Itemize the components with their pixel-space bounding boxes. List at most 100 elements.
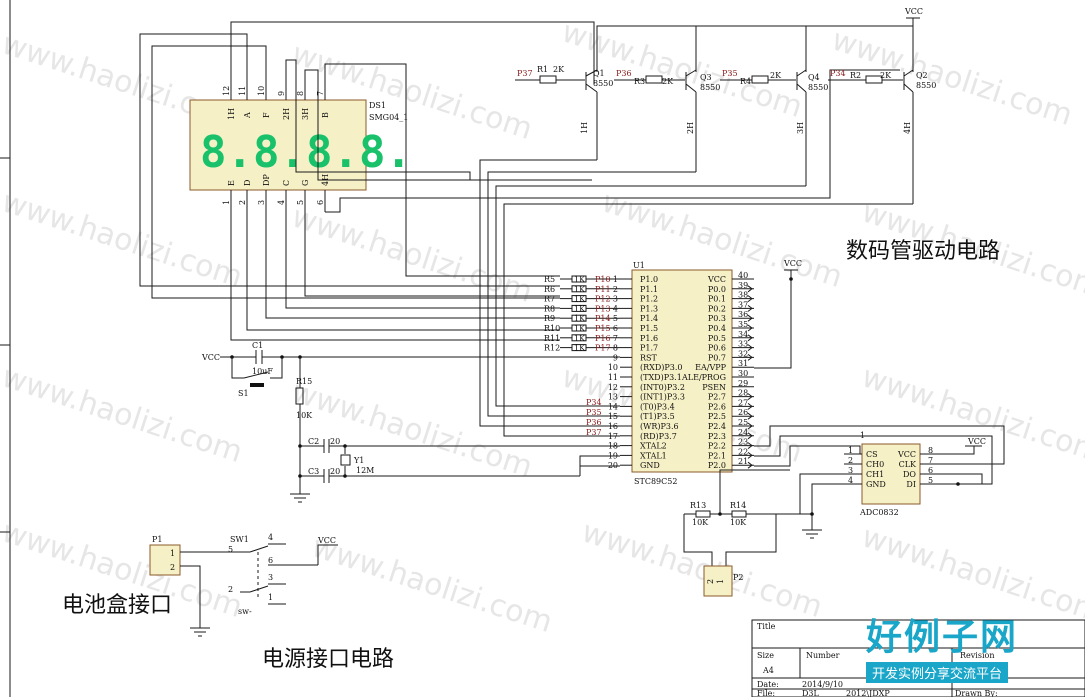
mcu-pin-label: P0.6	[708, 344, 726, 353]
mcu-pin-num: 24	[738, 428, 748, 437]
resistor-value: 1K	[574, 295, 586, 304]
res-value: 10K	[296, 411, 313, 420]
switch-part: sw-	[238, 607, 252, 616]
mcu-pin-label: P2.6	[708, 402, 726, 411]
adc-pin-num: 3	[848, 466, 853, 475]
conn-pin: 1	[716, 579, 725, 584]
watermark: www.haolizi.com	[0, 359, 247, 470]
net-label: P11	[595, 285, 611, 294]
display-pin-label: F	[262, 112, 271, 118]
display-pin-num: 11	[238, 86, 247, 96]
mcu-pin-label: P0.5	[708, 334, 726, 343]
mcu-pin-num: 10	[608, 363, 618, 372]
mcu-pin-num: 9	[613, 353, 618, 362]
mcu-pin-label: (INT0)P3.2	[640, 383, 685, 392]
mcu-pin-num: 27	[738, 398, 748, 407]
title-label: Title	[757, 622, 776, 631]
conn-ref: P1	[152, 535, 162, 544]
mcu-part: STC89C52	[634, 477, 677, 486]
net-label: P13	[595, 304, 611, 313]
mcu-pin-label: P1.1	[640, 285, 658, 294]
mcu-pin-num: 33	[738, 340, 748, 349]
resistor-ref: R10	[544, 324, 560, 333]
watermark: www.haolizi.com	[288, 374, 537, 485]
resistor-value: 1K	[574, 344, 586, 353]
size-value: A4	[762, 666, 774, 675]
mcu-pin-label: ALE/PROG	[681, 373, 726, 382]
mcu-pin-num: 17	[608, 432, 618, 441]
display-pin-label: DP	[262, 174, 271, 186]
conn-pin: 2	[706, 579, 715, 584]
mcu-pin-num: 37	[738, 300, 748, 309]
adc-pin-num: 1	[848, 446, 853, 455]
mcu-pin-label: (T1)P3.5	[640, 412, 675, 421]
resistor-ref: R1	[537, 65, 548, 74]
cap-ref: C2	[308, 437, 319, 446]
display-pin-label: C	[282, 180, 291, 186]
net-label: P34	[586, 398, 602, 407]
transistor-part: 8550	[700, 83, 720, 92]
mcu-pin-label: XTAL2	[640, 442, 667, 451]
number-label: Number	[806, 651, 840, 660]
digit-net: 4H	[903, 122, 912, 134]
mcu-pin-label: P1.2	[640, 295, 658, 304]
adc-pin-num: 2	[848, 456, 853, 465]
mcu-pin-num: 29	[738, 379, 748, 388]
adc-pin-num: 6	[928, 466, 933, 475]
transistor-ref: Q3	[700, 73, 712, 82]
digit-net: 2H	[686, 122, 695, 134]
adc-pin-num: 4	[848, 476, 853, 485]
transistor-ref: Q1	[593, 69, 605, 78]
seven-segment-display: 8.8.8.8. DS1 SMG04_1 12 11 10 9 8 7 1H A…	[189, 78, 412, 212]
display-pin-label: D	[243, 180, 252, 186]
adc-pin-label: GND	[866, 480, 886, 489]
adc-pin-label: CH0	[866, 460, 884, 469]
title-block: Title Size A4 Number Revision Date: 2014…	[751, 619, 1085, 697]
mcu-pin-num: 25	[738, 418, 748, 427]
display-pin-num: 12	[222, 86, 231, 96]
switch-pin: 1	[268, 593, 273, 602]
adc-pin-label: CH1	[866, 470, 884, 479]
resistor-value: 1K	[574, 314, 586, 323]
display-pin-num: 8	[296, 91, 305, 96]
mcu-pin-num: 23	[738, 438, 748, 447]
title-display-driver: 数码管驱动电路	[846, 239, 1000, 264]
display-pin-label: A	[243, 112, 252, 119]
mcu-pin-label: P0.0	[708, 285, 726, 294]
switch-pin: 2	[228, 585, 233, 594]
mcu-pin-label: GND	[640, 461, 660, 470]
cap-value: 10uF	[252, 367, 273, 376]
title-battery: 电池盒接口	[62, 593, 172, 618]
mcu-pin-num: 21	[738, 457, 748, 466]
size-label: Size	[757, 651, 774, 660]
mcu-pin-label: (T0)P3.4	[640, 402, 675, 411]
mcu-pin-num: 30	[738, 369, 748, 378]
reset-circuit: VCC C1 10uF S1 R15 10K	[201, 341, 620, 494]
mcu-pin-num: 36	[738, 310, 748, 319]
adc-pin-label: CS	[866, 450, 878, 459]
adc-pin-num: 7	[928, 456, 933, 465]
cap-value: 20	[330, 467, 340, 476]
transistor-ref: Q2	[916, 71, 928, 80]
digit-net: 1H	[580, 122, 589, 134]
site-logo: 好例子网 开发实例分享交流平台	[866, 618, 1052, 696]
adc-pin-label: DI	[906, 480, 916, 489]
adc-pin-label: CLK	[899, 460, 917, 469]
vcc-label: VCC	[967, 437, 986, 446]
resistor-value: 2K	[770, 71, 782, 80]
mcu-pin-num: 12	[608, 383, 618, 392]
mcu-pin-label: P0.3	[708, 314, 726, 323]
file-value: D3L	[802, 689, 820, 697]
mcu-pin-num: 34	[738, 330, 748, 339]
vcc-label: VCC	[783, 259, 802, 268]
mcu-pin-num: 26	[738, 408, 748, 417]
mcu-pin-label: P1.3	[640, 304, 658, 313]
transistor-part: 8550	[916, 81, 936, 90]
resistor-ref: R8	[544, 304, 555, 313]
adc-pin-label: VCC	[897, 450, 916, 459]
resistor-value: 1K	[574, 275, 586, 284]
mcu-pin-label: P1.4	[640, 314, 658, 323]
mcu-pin-num: 40	[738, 271, 748, 280]
conn-pin: 1	[170, 549, 175, 558]
